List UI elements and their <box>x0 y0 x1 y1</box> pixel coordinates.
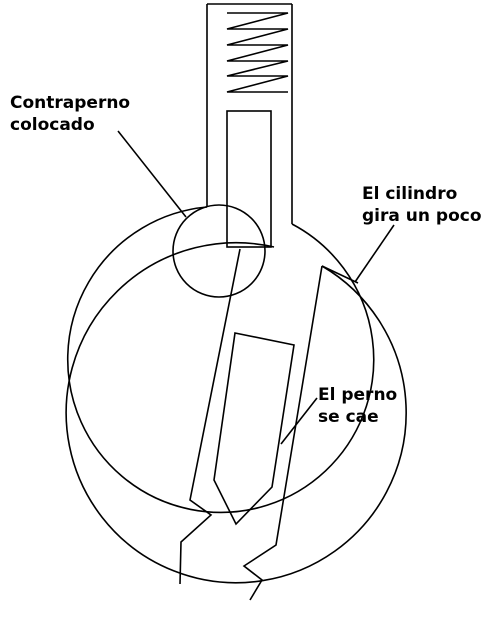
cylinder-plug <box>65 242 407 584</box>
label-cylinder-line2: gira un poco <box>362 206 482 226</box>
label-cylinder: El cilindro gira un poco <box>362 183 482 227</box>
shear-line-highlight-circle <box>172 204 266 298</box>
label-counter-pin-line1: Contraperno <box>10 93 131 113</box>
label-counter-pin-line2: colocado <box>10 115 95 135</box>
label-cylinder-line1: El cilindro <box>362 184 458 204</box>
leader-cylinder <box>354 224 395 283</box>
leader-pin <box>280 397 318 445</box>
lock-housing-outline <box>66 3 375 514</box>
falling-pin <box>213 332 295 526</box>
keyway-left-wall <box>179 248 241 585</box>
spring <box>226 12 289 93</box>
leader-counter-pin <box>117 130 187 218</box>
keyway-right-wall <box>242 265 323 601</box>
label-counter-pin: Contraperno colocado <box>10 92 130 136</box>
label-pin-line2: se cae <box>318 407 379 427</box>
keyway-top <box>321 265 359 284</box>
counter-pin <box>226 110 272 248</box>
label-pin: El perno se cae <box>318 384 397 428</box>
label-pin-line1: El perno <box>318 385 398 405</box>
